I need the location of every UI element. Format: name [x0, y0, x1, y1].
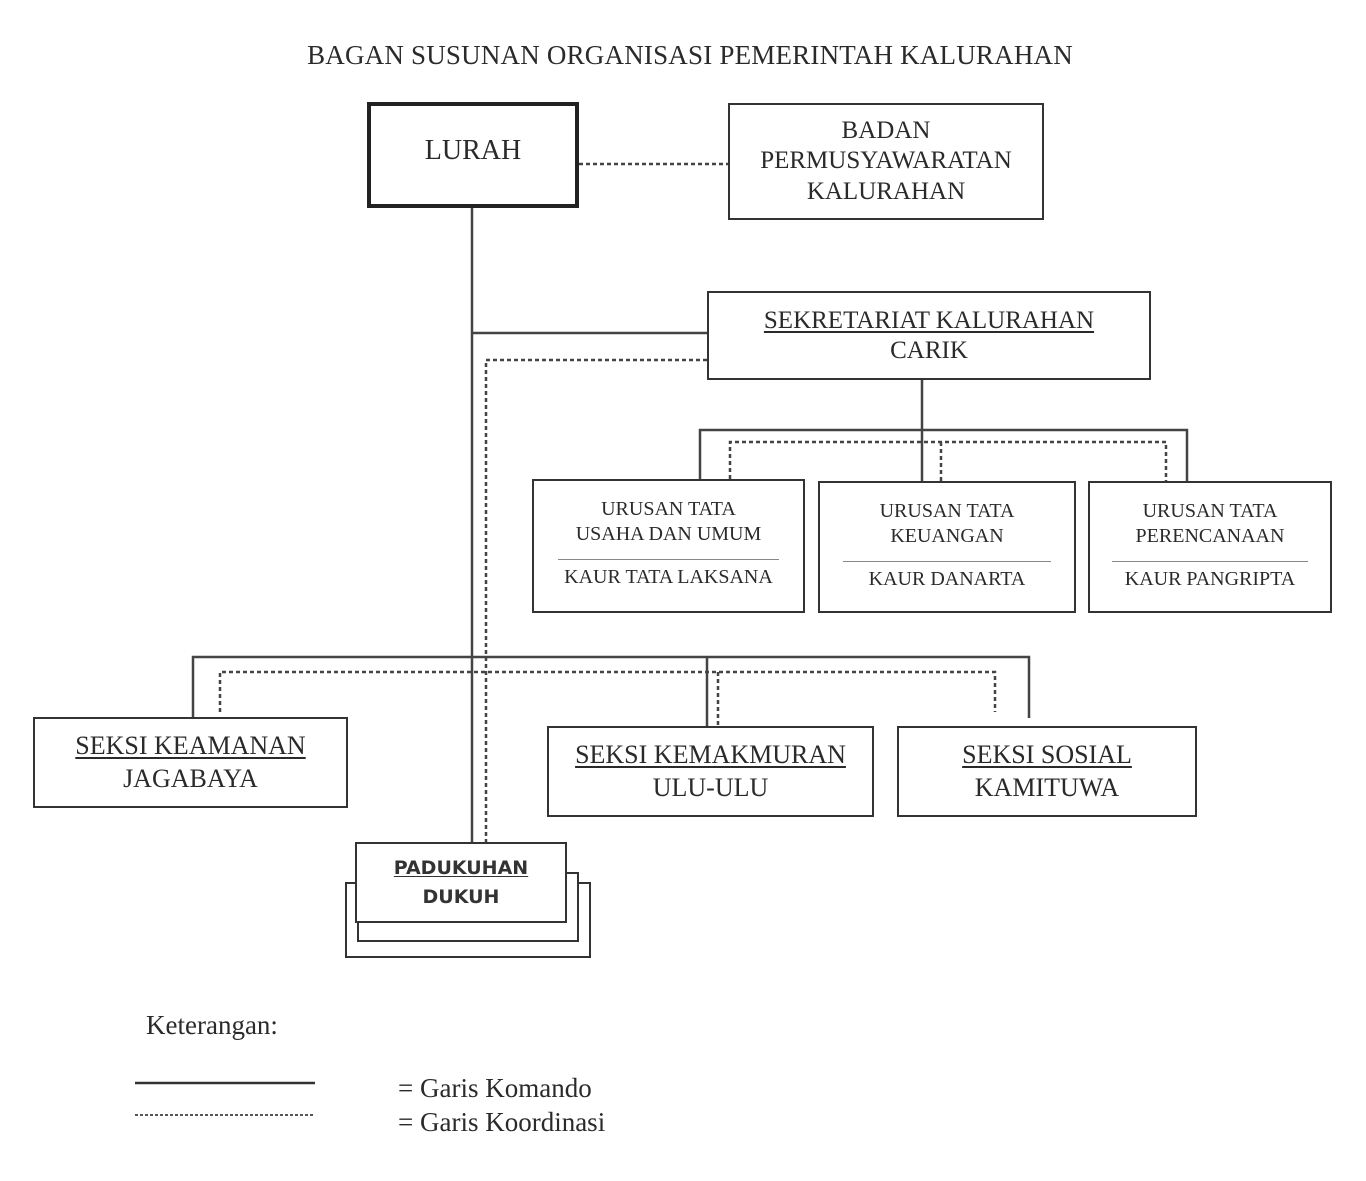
divider: [842, 561, 1052, 562]
legend-label-komando: = Garis Komando: [398, 1073, 592, 1103]
node-urusan-unit-line: URUSAN TATA: [601, 498, 736, 520]
node-urusan-unit-line: URUSAN TATA: [879, 500, 1015, 522]
node-padukuhan-title: DUKUH: [422, 885, 500, 908]
chart-title: BAGAN SUSUNAN ORGANISASI PEMERINTAH KALU…: [307, 40, 1073, 70]
legend-label-koordinasi: = Garis Koordinasi: [398, 1107, 606, 1137]
node-urusan-unit-line: URUSAN TATA: [1142, 500, 1278, 522]
node-urusan-keuangan: URUSAN TATA KEUANGAN KAUR DANARTA: [818, 481, 1076, 613]
node-urusan-title: KAUR TATA LAKSANA: [564, 566, 773, 588]
legend-lines: [135, 1081, 315, 1116]
node-urusan-unit-line: USAHA DAN UMUM: [575, 523, 762, 545]
node-bpk-line: BADAN: [841, 116, 931, 144]
node-seksi-sosial: SEKSI SOSIAL KAMITUWA: [897, 726, 1197, 817]
node-sekretariat-unit: SEKRETARIAT KALURAHAN: [763, 306, 1095, 334]
divider: [558, 559, 779, 560]
coord-line-seksi: [218, 670, 997, 712]
node-padukuhan-unit: PADUKUHAN: [393, 857, 529, 879]
coordination-lines: [218, 162, 1168, 842]
node-seksi-keamanan: SEKSI KEAMANAN JAGABAYA: [33, 717, 348, 808]
node-badan-permusyawaratan: BADAN PERMUSYAWARATAN KALURAHAN: [728, 103, 1044, 220]
node-urusan-unit-line: PERENCANAAN: [1135, 525, 1285, 547]
node-bpk-line: PERMUSYAWARATAN: [760, 147, 1012, 175]
command-line-urusan-bus: [698, 428, 1189, 481]
node-urusan-unit-line: KEUANGAN: [890, 525, 1004, 547]
node-seksi-title: JAGABAYA: [123, 763, 258, 793]
node-bpk-line: KALURAHAN: [806, 177, 966, 205]
coord-line-urusan: [728, 440, 1168, 481]
node-lurah-label: LURAH: [424, 135, 522, 166]
node-seksi-title: KAMITUWA: [974, 772, 1120, 802]
node-urusan-title: KAUR PANGRIPTA: [1124, 568, 1296, 590]
node-seksi-unit: SEKSI KEMAKMURAN: [575, 740, 846, 769]
coord-line-carik-padukuhan: [484, 358, 707, 842]
node-seksi-unit: SEKSI KEAMANAN: [75, 731, 306, 760]
node-sekretariat: SEKRETARIAT KALURAHAN CARIK: [707, 291, 1151, 380]
node-urusan-tata-usaha: URUSAN TATA USAHA DAN UMUM KAUR TATA LAK…: [532, 479, 805, 613]
node-seksi-title: ULU-ULU: [652, 772, 769, 802]
node-seksi-kemakmuran: SEKSI KEMAKMURAN ULU-ULU: [547, 726, 874, 817]
command-lines: [191, 208, 1189, 843]
divider: [1111, 561, 1309, 562]
node-lurah: LURAH: [367, 102, 579, 208]
node-sekretariat-title: CARIK: [890, 336, 968, 364]
node-urusan-perencanaan: URUSAN TATA PERENCANAAN KAUR PANGRIPTA: [1088, 481, 1332, 613]
node-padukuhan: PADUKUHAN DUKUH: [355, 842, 567, 923]
legend-heading: Keterangan:: [146, 1010, 278, 1040]
command-line-seksi-bus: [191, 655, 1031, 718]
node-seksi-unit: SEKSI SOSIAL: [962, 740, 1132, 769]
node-urusan-title: KAUR DANARTA: [868, 568, 1026, 590]
